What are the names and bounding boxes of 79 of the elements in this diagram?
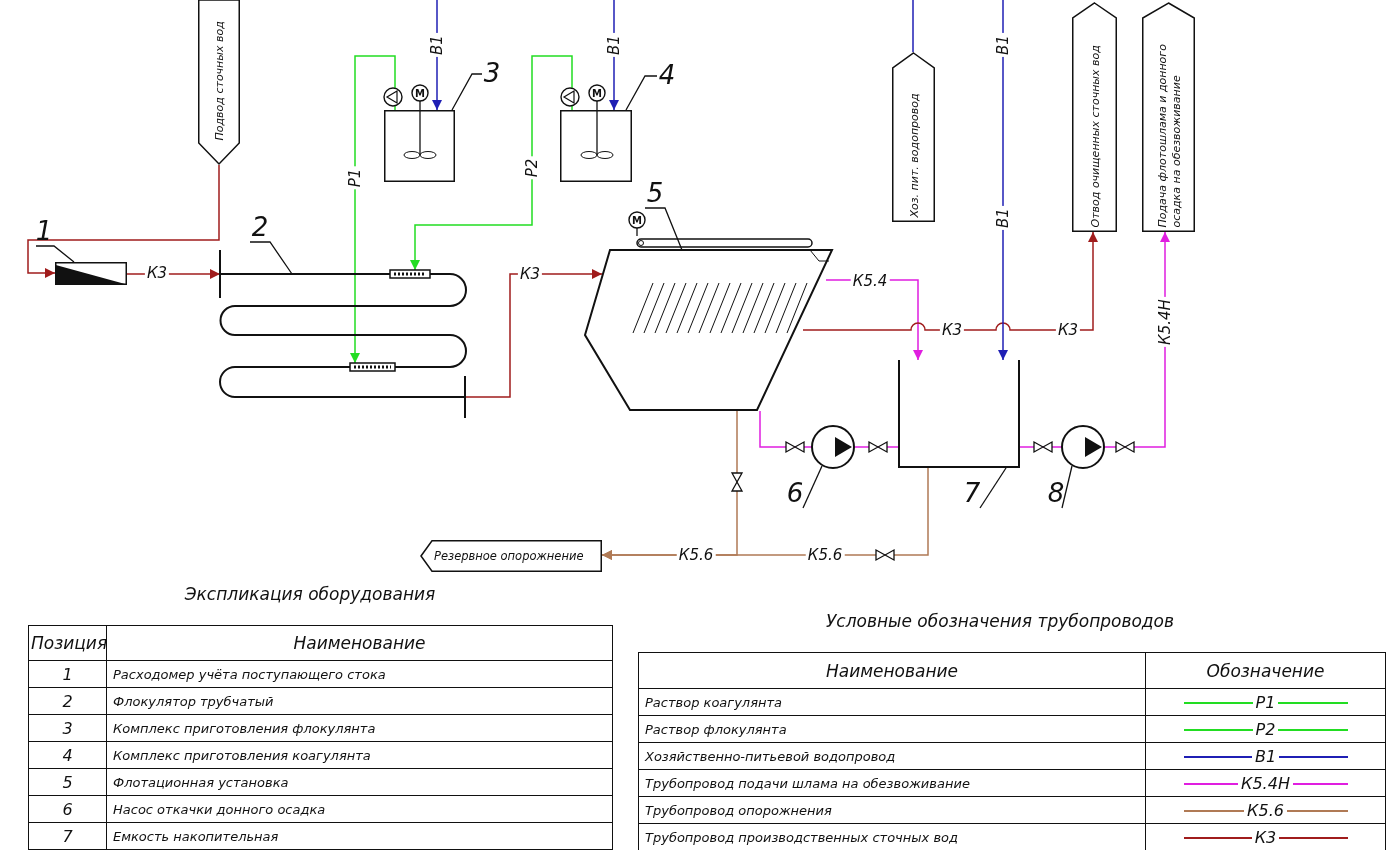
pipe-code: В1 bbox=[606, 33, 622, 57]
pump-symbol bbox=[811, 425, 855, 469]
pipe-code: К3 bbox=[517, 266, 543, 282]
position-number: 4 bbox=[28, 741, 107, 769]
pipeline bbox=[802, 231, 1098, 331]
pipe-code: К3 bbox=[144, 265, 170, 281]
table-title: Экспликация оборудования bbox=[184, 584, 436, 604]
pipeline bbox=[759, 410, 812, 448]
mixing-tank-drawing bbox=[560, 110, 632, 182]
pipeline-name: Раствор коагулянта bbox=[638, 688, 1146, 716]
pipe-code: В1 bbox=[995, 206, 1011, 230]
position-number: 7 bbox=[28, 822, 107, 850]
pipeline-name: Раствор флокулянта bbox=[638, 715, 1146, 743]
position-number: 3 bbox=[28, 714, 107, 742]
equipment-name: Комплекс приготовления коагулянта bbox=[106, 741, 613, 769]
position-number: 5 bbox=[28, 768, 107, 796]
equipment-name: Флокулятор трубчатый bbox=[106, 687, 613, 715]
pipe-tag: Подвод сточных вод bbox=[198, 0, 240, 165]
equipment-name: Комплекс приготовления флокулянта bbox=[106, 714, 613, 742]
mixing-tank-drawing bbox=[384, 110, 455, 182]
pipe-code: К5.4 bbox=[850, 273, 890, 289]
callout-number: 4 bbox=[657, 62, 677, 89]
callout-number: 6 bbox=[785, 480, 805, 507]
position-number: 2 bbox=[28, 687, 107, 715]
pipeline bbox=[998, 0, 1008, 361]
pipeline bbox=[854, 446, 899, 448]
pipeline-name: Трубопровод подачи шлама на обезвоживание bbox=[638, 769, 1146, 797]
pipe-tag: Хоз. пит. водопровод bbox=[892, 52, 935, 222]
position-number: 6 bbox=[28, 795, 107, 823]
equipment-name: Флотационная установка bbox=[106, 768, 613, 796]
pipeline bbox=[410, 55, 573, 271]
equipment-name: Емкость накопительная bbox=[106, 822, 613, 850]
callout-number: 1 bbox=[34, 218, 54, 245]
pipeline-name: Трубопровод опорожнения bbox=[638, 796, 1146, 824]
pipeline bbox=[1019, 446, 1062, 448]
column-header: Обозначение bbox=[1145, 652, 1386, 689]
pipe-tag: Резервное опорожнение bbox=[420, 540, 602, 572]
leader-line bbox=[249, 241, 293, 275]
pipe-code: К5.4Н bbox=[1157, 297, 1173, 347]
pipe-tag: Отвод очищенных сточных вод bbox=[1072, 2, 1117, 232]
callout-number: 7 bbox=[962, 480, 982, 507]
pipe-code: К3 bbox=[1055, 322, 1081, 338]
equipment-name: Насос откачки донного осадка bbox=[106, 795, 613, 823]
pipe-tag: Подача флотошлама и донного осадка на обезвоживание bbox=[1142, 2, 1195, 232]
equipment-name: Расходомер учёта поступающего стока bbox=[106, 660, 613, 688]
pipe-code: Р1 bbox=[347, 166, 363, 190]
callout-number: 8 bbox=[1046, 480, 1066, 507]
pipeline-name: Трубопровод производственных сточных вод bbox=[638, 823, 1146, 850]
table-title: Условные обозначения трубопроводов bbox=[825, 611, 1175, 631]
callout-number: 5 bbox=[645, 180, 665, 207]
flotation-unit-drawing bbox=[583, 236, 833, 411]
pipe-code: К5.6 bbox=[805, 547, 845, 563]
pipe-code: Р2 bbox=[524, 156, 540, 180]
pipeline bbox=[27, 164, 220, 278]
pipe-code: В1 bbox=[995, 33, 1011, 57]
pipeline bbox=[609, 0, 619, 111]
pipeline bbox=[464, 269, 603, 398]
pipe-code: К3 bbox=[939, 322, 965, 338]
leader-line bbox=[802, 465, 823, 509]
pipeline-name: Хозяйственно-питьевой водопровод bbox=[638, 742, 1146, 770]
pump-symbol bbox=[1061, 425, 1105, 469]
pipe-code: В1 bbox=[429, 33, 445, 57]
leader-line bbox=[979, 467, 1007, 509]
pipeline bbox=[912, 0, 914, 53]
callout-number: 3 bbox=[482, 60, 502, 87]
flowmeter-drawing bbox=[55, 262, 127, 285]
callout-number: 2 bbox=[250, 214, 270, 241]
pipeline bbox=[350, 55, 396, 364]
column-header: Наименование bbox=[638, 652, 1146, 689]
leader-line bbox=[644, 207, 683, 251]
pipeline bbox=[432, 0, 442, 111]
column-header: Наименование bbox=[106, 625, 613, 661]
leader-line bbox=[35, 245, 75, 263]
storage-tank-drawing bbox=[898, 360, 1020, 468]
leader-line bbox=[625, 75, 658, 111]
leader-line bbox=[1061, 465, 1073, 509]
position-number: 1 bbox=[28, 660, 107, 688]
leader-line bbox=[451, 73, 483, 111]
pipe-code: К5.6 bbox=[676, 547, 716, 563]
